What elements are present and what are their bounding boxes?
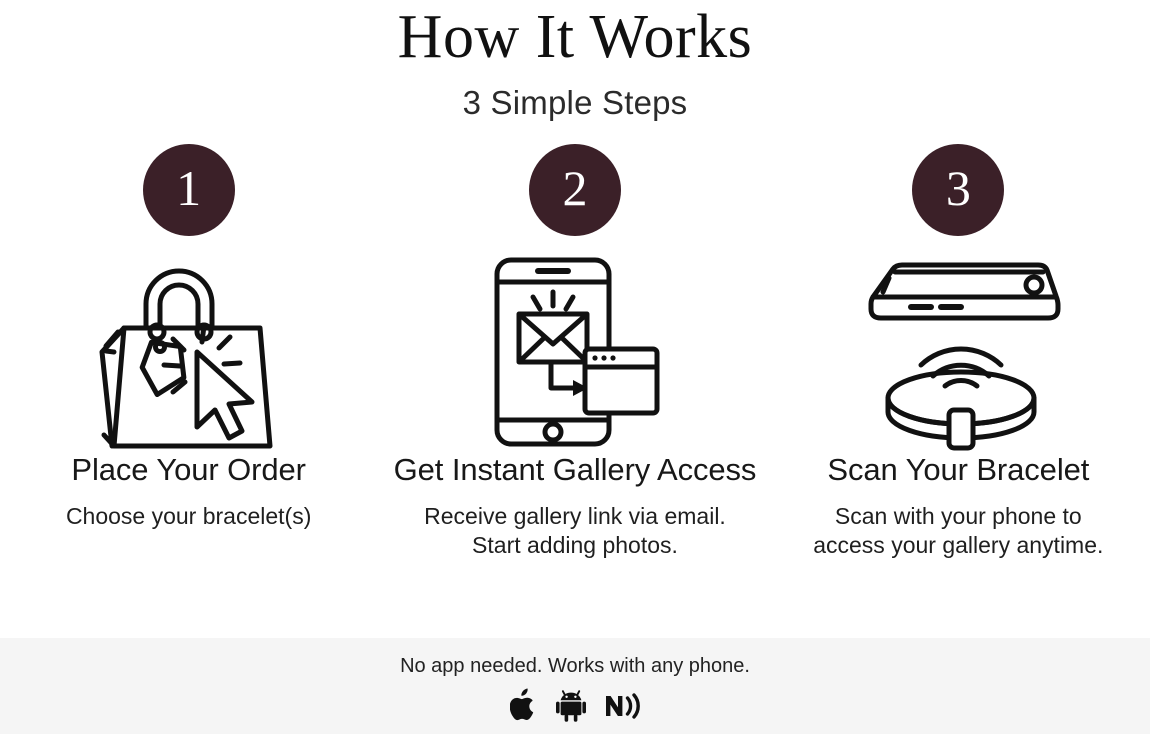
step-number-2: 2 bbox=[562, 160, 588, 216]
step-title-2: Get Instant Gallery Access bbox=[393, 452, 757, 487]
section-header: How It Works 3 Simple Steps bbox=[0, 0, 1150, 122]
step-number-1: 1 bbox=[176, 160, 202, 216]
step-description-2: Receive gallery link via email. Start ad… bbox=[424, 503, 726, 559]
android-logo-icon bbox=[556, 689, 586, 722]
nfc-waves-icon bbox=[918, 346, 1004, 389]
nfc-icon bbox=[606, 692, 640, 719]
page-subtitle: 3 Simple Steps bbox=[462, 84, 688, 121]
step-number-3: 3 bbox=[945, 160, 971, 216]
apple-logo-icon bbox=[510, 688, 534, 720]
step-icon-2 bbox=[475, 252, 675, 452]
step-number-badge-3: 3 bbox=[912, 144, 1005, 236]
step-title-1: Place Your Order bbox=[71, 452, 306, 487]
step-card-2: 2 bbox=[383, 144, 766, 561]
step-description-3: Scan with your phone to access your gall… bbox=[813, 503, 1104, 559]
steps-container: 1 bbox=[0, 144, 1150, 638]
page-title: How It Works bbox=[397, 3, 753, 71]
footer-compatibility-icons bbox=[510, 688, 640, 722]
step-icon-1 bbox=[84, 252, 294, 452]
arrow-head-icon bbox=[572, 380, 588, 396]
step-card-3: 3 bbox=[767, 144, 1150, 561]
phone-email-browser-icon bbox=[494, 257, 660, 447]
step-icon-3 bbox=[853, 252, 1063, 452]
footer-note: No app needed. Works with any phone. bbox=[400, 654, 750, 677]
footer-bar: No app needed. Works with any phone. bbox=[0, 638, 1150, 734]
step-title-3: Scan Your Bracelet bbox=[827, 452, 1090, 487]
step-number-badge-2: 2 bbox=[528, 144, 621, 236]
step-description-1: Choose your bracelet(s) bbox=[65, 503, 312, 529]
phone-nfc-bracelet-icon bbox=[868, 262, 1061, 451]
step-card-1: 1 bbox=[0, 144, 383, 531]
shopping-bag-cursor-icon bbox=[99, 268, 273, 449]
step-number-badge-1: 1 bbox=[142, 144, 235, 236]
cursor-arrow-icon bbox=[194, 349, 255, 441]
